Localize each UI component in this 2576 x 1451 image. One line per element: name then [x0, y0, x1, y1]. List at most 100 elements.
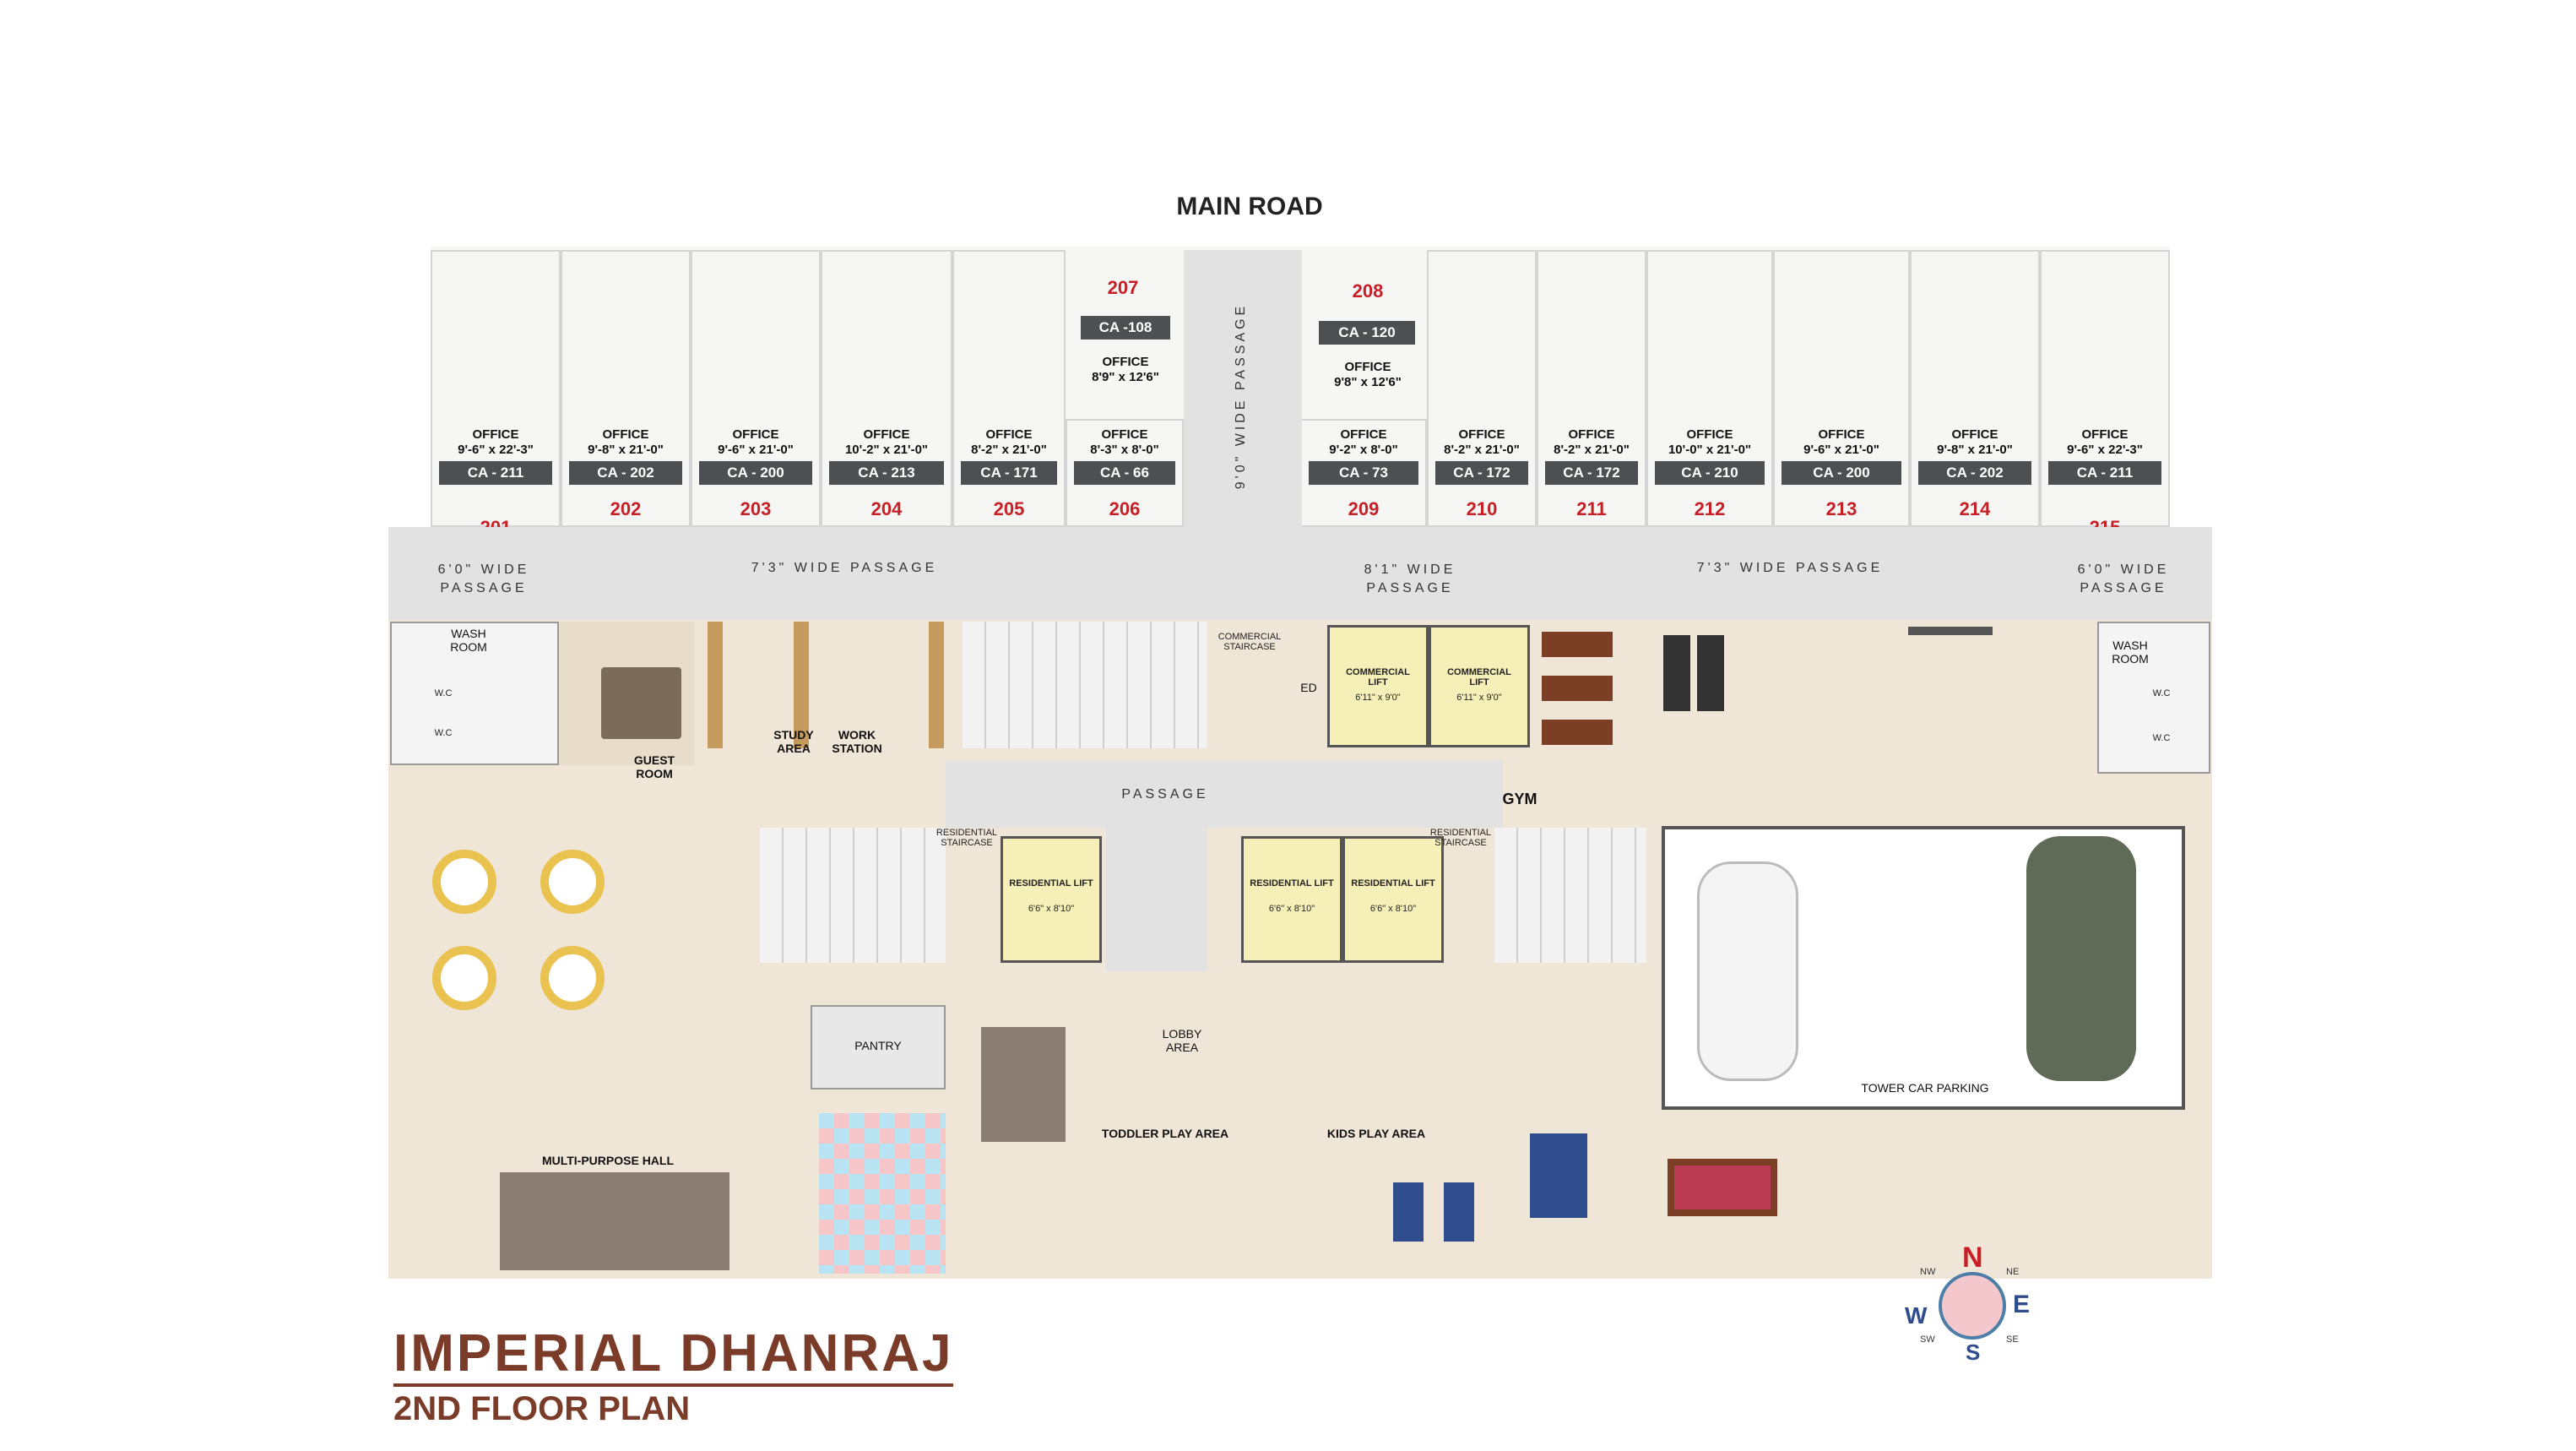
unit-number: 205: [993, 498, 1025, 519]
office-cell: [1910, 250, 2040, 527]
gym-label: GYM: [1502, 791, 1537, 807]
unit-number: 211: [1576, 498, 1607, 519]
commercial-lift-2-size: 6'11" x 9'0": [1456, 693, 1502, 703]
office-size: 9'-2" x 8'-0": [1329, 443, 1398, 457]
office-label: OFFICE: [1458, 427, 1505, 442]
pool-table-icon: [1668, 1159, 1777, 1216]
central-passage: [946, 760, 1503, 828]
treadmill-icon-1: [1663, 635, 1690, 711]
vertical-passage-label: 9'0" WIDE PASSAGE: [1234, 302, 1248, 490]
office-size: 9'-6" x 22'-3": [2067, 443, 2143, 457]
compass-rose-icon: N E S W NW NE SE SW: [1888, 1242, 2057, 1368]
office-label: OFFICE: [1568, 427, 1615, 442]
slide-structure: [981, 1027, 1066, 1142]
dining-table-4: [540, 946, 605, 1010]
commercial-lift-2-label: COMMERCIAL LIFT: [1447, 667, 1511, 687]
ca-badge: CA - 172: [1545, 461, 1638, 485]
unit-number: 213: [1825, 498, 1857, 519]
unit-number: 204: [870, 498, 903, 519]
work-station-label: WORK STATION: [832, 728, 882, 755]
lobby-passage: [1106, 828, 1207, 971]
road-label: MAIN ROAD: [1176, 193, 1323, 220]
study-desk-1: [708, 622, 723, 748]
residential-lift-1-size: 6'6" x 8'10": [1028, 904, 1075, 914]
office-size: 8'-3" x 8'-0": [1090, 443, 1159, 457]
play-mat: [819, 1113, 946, 1274]
unit-number-208: 208: [1352, 280, 1384, 302]
ed-label: ED: [1300, 681, 1317, 694]
office-label: OFFICE: [1340, 427, 1387, 442]
commercial-lift-1-size: 6'11" x 9'0": [1355, 693, 1401, 703]
ca-badge: CA - 200: [1782, 461, 1901, 485]
unit-number: 202: [610, 498, 642, 519]
unit-number-207: 207: [1107, 277, 1139, 298]
compass-nw: NW: [1920, 1267, 1936, 1277]
dining-table-1: [432, 850, 496, 914]
office-cell: [821, 250, 952, 527]
car-green-icon: [2026, 836, 2136, 1081]
unit-number: 206: [1109, 498, 1141, 519]
office-size: 9'-6" x 22'-3": [458, 443, 534, 457]
commercial-staircase-label: COMMERCIAL STAIRCASE: [1217, 632, 1282, 652]
office-size-207: 8'9" x 12'6": [1092, 370, 1159, 384]
office-cell: [691, 250, 821, 527]
kids-play-area-label: KIDS PLAY AREA: [1326, 1127, 1426, 1140]
ca-badge: CA - 202: [1918, 461, 2031, 485]
office-size: 10'-2" x 21'-0": [844, 443, 929, 457]
passage-mid-8ft: 8'1" WIDE PASSAGE: [1364, 562, 1456, 595]
residential-lift-2-label: RESIDENTIAL LIFT: [1250, 878, 1334, 889]
office-label: OFFICE: [732, 427, 779, 442]
unit-number: 203: [740, 498, 772, 519]
lobby-area-label: LOBBY AREA: [1162, 1027, 1202, 1054]
compass-n: N: [1962, 1242, 1983, 1274]
residential-lift-1: [1001, 836, 1102, 963]
ca-badge: CA - 211: [2048, 461, 2161, 485]
weight-rack-icon: [1908, 627, 1993, 635]
ca-badge-207: CA -108: [1081, 316, 1170, 340]
unit-number: 209: [1348, 498, 1380, 519]
office-cell: [561, 250, 691, 527]
office-cell: [1646, 250, 1773, 527]
ca-badge: CA - 66: [1074, 461, 1175, 485]
guest-room-label: GUEST ROOM: [633, 753, 675, 780]
office-size: 8'-2" x 21'-0": [1444, 443, 1520, 457]
compass-sw: SW: [1920, 1334, 1935, 1345]
commercial-lift-1-label: COMMERCIAL LIFT: [1346, 667, 1410, 687]
ca-badge: CA - 172: [1435, 461, 1528, 485]
unit-number: 210: [1466, 498, 1498, 519]
gym-bench-2: [1542, 676, 1613, 701]
office-label: OFFICE: [2081, 427, 2129, 442]
office-cell: [1427, 250, 1537, 527]
office-cell: [431, 250, 561, 527]
compass-ne: NE: [2006, 1267, 2020, 1277]
unit-number: 214: [1959, 498, 1991, 519]
right-wc-2: W.C: [2152, 733, 2171, 743]
stage-platform: [500, 1172, 729, 1270]
project-title: IMPERIAL DHANRAJ: [393, 1324, 954, 1387]
arcade-icon-1: [1393, 1182, 1424, 1242]
left-wash-room: [390, 622, 559, 765]
bed-icon: [601, 667, 681, 739]
ca-badge-208: CA - 120: [1319, 321, 1415, 345]
office-cell: [1773, 250, 1910, 527]
office-size: 8'-2" x 21'-0": [1554, 443, 1630, 457]
commercial-staircase: [963, 622, 1207, 748]
residential-lift-2-size: 6'6" x 8'10": [1268, 904, 1315, 914]
unit-number: 212: [1694, 498, 1726, 519]
office-label: OFFICE: [863, 427, 910, 442]
office-label: OFFICE: [985, 427, 1033, 442]
toddler-play-area-label: TODDLER PLAY AREA: [1101, 1127, 1229, 1140]
main-passage-band: [388, 527, 2212, 620]
ca-badge: CA - 211: [439, 461, 552, 485]
compass-w: W: [1905, 1302, 1928, 1329]
ca-badge: CA - 202: [569, 461, 682, 485]
passage-right-7ft: 7'3" WIDE PASSAGE: [1696, 561, 1884, 575]
office-size: 8'-2" x 21'-0": [971, 443, 1047, 457]
table-tennis-icon: [1530, 1133, 1587, 1218]
office-size: 10'-0" x 21'-0": [1668, 443, 1752, 457]
residential-staircase-right: [1494, 828, 1646, 963]
ca-badge: CA - 73: [1309, 461, 1418, 485]
right-wash-room-label: WASH ROOM: [2112, 639, 2149, 666]
office-label: OFFICE: [1818, 427, 1865, 442]
office-label: OFFICE: [1686, 427, 1733, 442]
